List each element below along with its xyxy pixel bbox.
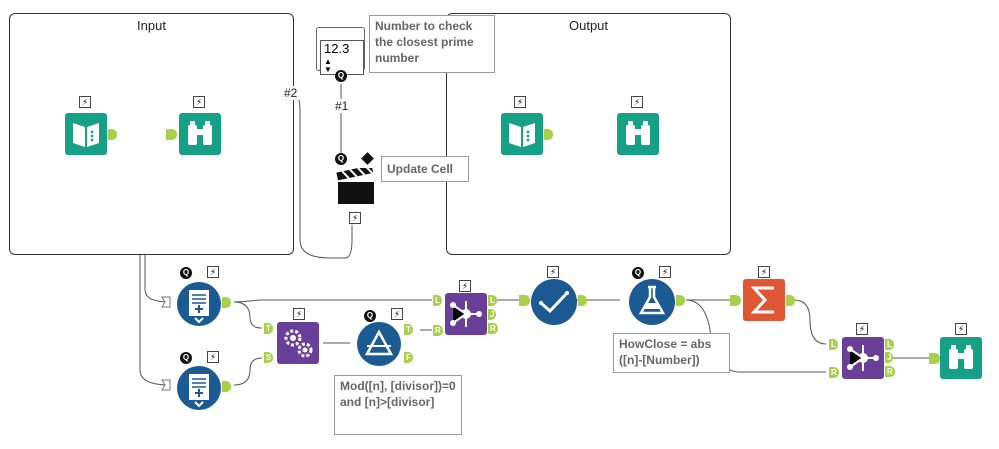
binoculars-icon [949, 345, 973, 369]
numeric-up-down-tool[interactable]: 12.3 ▲▼ [316, 27, 365, 75]
connection-formula-to-join2r [685, 299, 826, 373]
output-data-tool[interactable] [501, 113, 543, 155]
gen2-q-badge: Q [180, 352, 192, 364]
join2-right-input[interactable]: R [829, 367, 839, 378]
formula-q-badge: Q [632, 267, 644, 279]
select-zap-badge: ⚡ [547, 266, 559, 278]
append-target-anchor[interactable]: T [264, 323, 273, 334]
comment-number-check[interactable]: Number to check the closest prime number [369, 15, 495, 73]
filter-true-anchor[interactable]: T [404, 324, 413, 335]
formula-tool[interactable] [629, 279, 675, 325]
join1-left-input[interactable]: L [433, 295, 442, 306]
output-book-zap-badge: ⚡ [514, 96, 526, 108]
update-zap-badge: ⚡ [349, 212, 361, 224]
gears-icon [284, 329, 313, 358]
generate-rows-tool-1[interactable] [177, 282, 221, 326]
formula-zap-badge: ⚡ [659, 266, 671, 278]
checkmark-icon [539, 291, 569, 314]
summarize-zap-badge: ⚡ [758, 266, 770, 278]
append-fields-tool[interactable] [277, 322, 319, 364]
input-output-anchor[interactable] [108, 129, 117, 140]
join1-join-output[interactable]: J [488, 309, 497, 320]
browse1-zap-badge: ⚡ [193, 96, 205, 108]
flask-icon [638, 285, 666, 315]
summarize-tool[interactable] [743, 279, 785, 321]
question-anchor-badge[interactable]: Q [335, 70, 347, 82]
connection-gen1-to-append [233, 301, 263, 329]
gen2-output-anchor[interactable] [222, 381, 231, 392]
join2-zap-badge: ⚡ [856, 323, 868, 335]
formula-output-anchor[interactable] [676, 295, 685, 306]
gen2-zap-badge: ⚡ [207, 351, 219, 363]
join1-right-output[interactable]: R [488, 323, 498, 334]
join1-right-input[interactable]: R [433, 325, 443, 336]
browse-tool-input[interactable] [179, 113, 221, 155]
gen1-zap-badge: ⚡ [207, 266, 219, 278]
generate-rows-tool-2[interactable] [177, 366, 221, 410]
browse3-zap-badge: ⚡ [955, 323, 967, 335]
sigma-icon [750, 286, 774, 314]
binoculars-icon [188, 121, 212, 145]
browse3-input-anchor[interactable] [929, 353, 940, 364]
filter-q-badge: Q [364, 310, 376, 322]
input-data-tool[interactable] [65, 113, 107, 155]
join-tool-2[interactable] [842, 337, 884, 379]
numeric-value-field[interactable]: 12.3 ▲▼ [320, 40, 364, 75]
output-book-anchor[interactable] [544, 129, 553, 140]
select-output-anchor[interactable] [578, 295, 587, 306]
browse2-zap-badge: ⚡ [631, 96, 643, 108]
generate-rows-icon [189, 374, 209, 408]
filter-tool[interactable] [357, 322, 401, 366]
join2-join-output[interactable]: J [885, 352, 894, 363]
comment-update-cell[interactable]: Update Cell [381, 156, 469, 182]
output-container-title: Output [568, 18, 609, 33]
summarize-input-anchor[interactable] [730, 295, 741, 306]
select-tool[interactable] [531, 279, 577, 325]
select-input-anchor[interactable] [519, 295, 530, 306]
browse-tool-output[interactable] [617, 113, 659, 155]
browse1-input-anchor[interactable] [166, 129, 177, 140]
clapperboard-icon [336, 165, 374, 204]
join2-left-input[interactable]: L [829, 339, 838, 350]
filter-zap-badge: ⚡ [391, 308, 403, 320]
join2-left-output[interactable]: L [885, 339, 894, 350]
join1-left-output[interactable]: L [488, 295, 497, 306]
join-tool-1[interactable] [445, 293, 487, 335]
book-icon [509, 123, 535, 147]
gen1-q-badge: Q [180, 267, 192, 279]
input-zap-badge: ⚡ [79, 96, 91, 108]
join2-right-output[interactable]: R [885, 366, 895, 377]
spinner-icon[interactable]: ▲▼ [324, 56, 332, 74]
connection-label-2: #2 [282, 86, 300, 100]
summarize-output-anchor[interactable] [786, 295, 795, 306]
connection-label-1: #1 [333, 99, 351, 113]
join1-zap-badge: ⚡ [459, 280, 471, 292]
connection-summarize-to-join2 [793, 299, 827, 345]
connection-gen1-to-join [233, 299, 432, 303]
gen1-output-anchor[interactable] [222, 297, 231, 308]
append-zap-badge: ⚡ [293, 308, 305, 320]
comment-filter-expression[interactable]: Mod([n], [divisor])=0 and [n]>[divisor] [334, 375, 462, 435]
filter-icon [364, 329, 394, 356]
book-icon [73, 123, 99, 147]
binoculars-icon [626, 121, 650, 145]
numeric-value: 12.3 [324, 41, 350, 56]
generate-rows-icon [189, 290, 209, 324]
update-q-badge: Q [335, 153, 347, 165]
filter-false-anchor[interactable]: F [404, 352, 413, 363]
join-icon [847, 345, 879, 371]
update-value-tool[interactable] [336, 165, 376, 206]
browse-tool-final[interactable] [940, 337, 982, 379]
comment-howclose[interactable]: HowClose = abs ([n]-[Number]) [613, 333, 730, 373]
input-container-title: Input [137, 18, 166, 33]
join-icon [450, 301, 482, 327]
connection-gen2-to-append [233, 357, 263, 386]
append-source-anchor[interactable]: S [264, 352, 274, 363]
input-container[interactable]: Input [9, 13, 294, 255]
